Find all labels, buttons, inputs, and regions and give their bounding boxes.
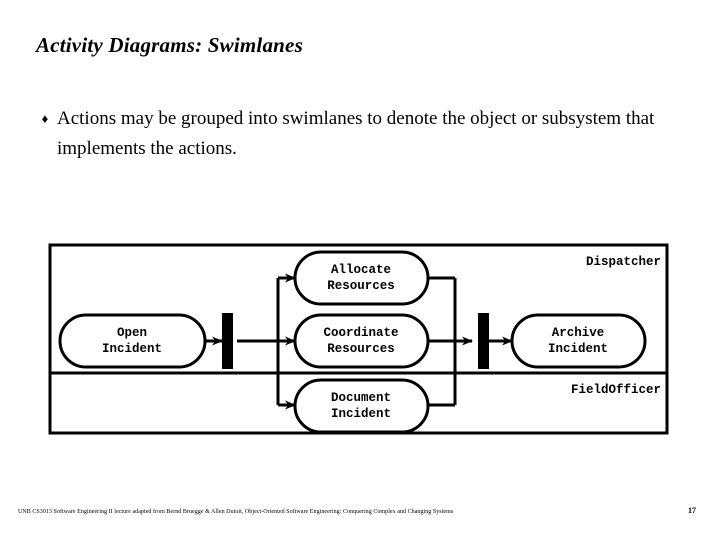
diamond-bullet-icon: ♦: [41, 111, 49, 126]
activity-label-line2: Incident: [548, 342, 608, 356]
activity-node-document-incident[interactable]: Document Incident: [293, 378, 430, 434]
activity-label-line1: Archive: [552, 326, 605, 340]
activity-label-line1: Allocate: [331, 263, 391, 277]
swimlane-label-fieldofficer: FieldOfficer: [571, 383, 661, 397]
activity-label-line2: Incident: [331, 407, 391, 421]
activity-node-archive-incident[interactable]: Archive Incident: [510, 313, 647, 369]
footer-attribution: UNB CS3013 Software Engineering II lectu…: [18, 509, 454, 515]
activity-label-line2: Resources: [327, 342, 395, 356]
slide-number: 17: [688, 506, 696, 515]
join-bar: [478, 313, 489, 369]
page-title: Activity Diagrams: Swimlanes: [36, 33, 303, 57]
bullet-item-label: Actions may be grouped into swimlanes to…: [57, 108, 655, 159]
activity-label-line1: Document: [331, 391, 391, 405]
activity-label-line1: Coordinate: [323, 326, 398, 340]
activity-node-coordinate-resources[interactable]: Coordinate Resources: [293, 313, 430, 369]
activity-label-line2: Incident: [102, 342, 162, 356]
activity-node-allocate-resources[interactable]: Allocate Resources: [293, 250, 430, 306]
fork-bar: [222, 313, 233, 369]
connectors: [205, 273, 513, 410]
swimlane-label-dispatcher: Dispatcher: [586, 255, 661, 269]
activity-label-line1: Open: [117, 326, 147, 340]
activity-label-line2: Resources: [327, 279, 395, 293]
activity-diagram: Open Incident Allocate Resources Coordin…: [0, 230, 720, 460]
bullet-list-item: ♦ Actions may be grouped into swimlanes …: [33, 104, 689, 164]
activity-node-open-incident[interactable]: Open Incident: [58, 313, 207, 369]
